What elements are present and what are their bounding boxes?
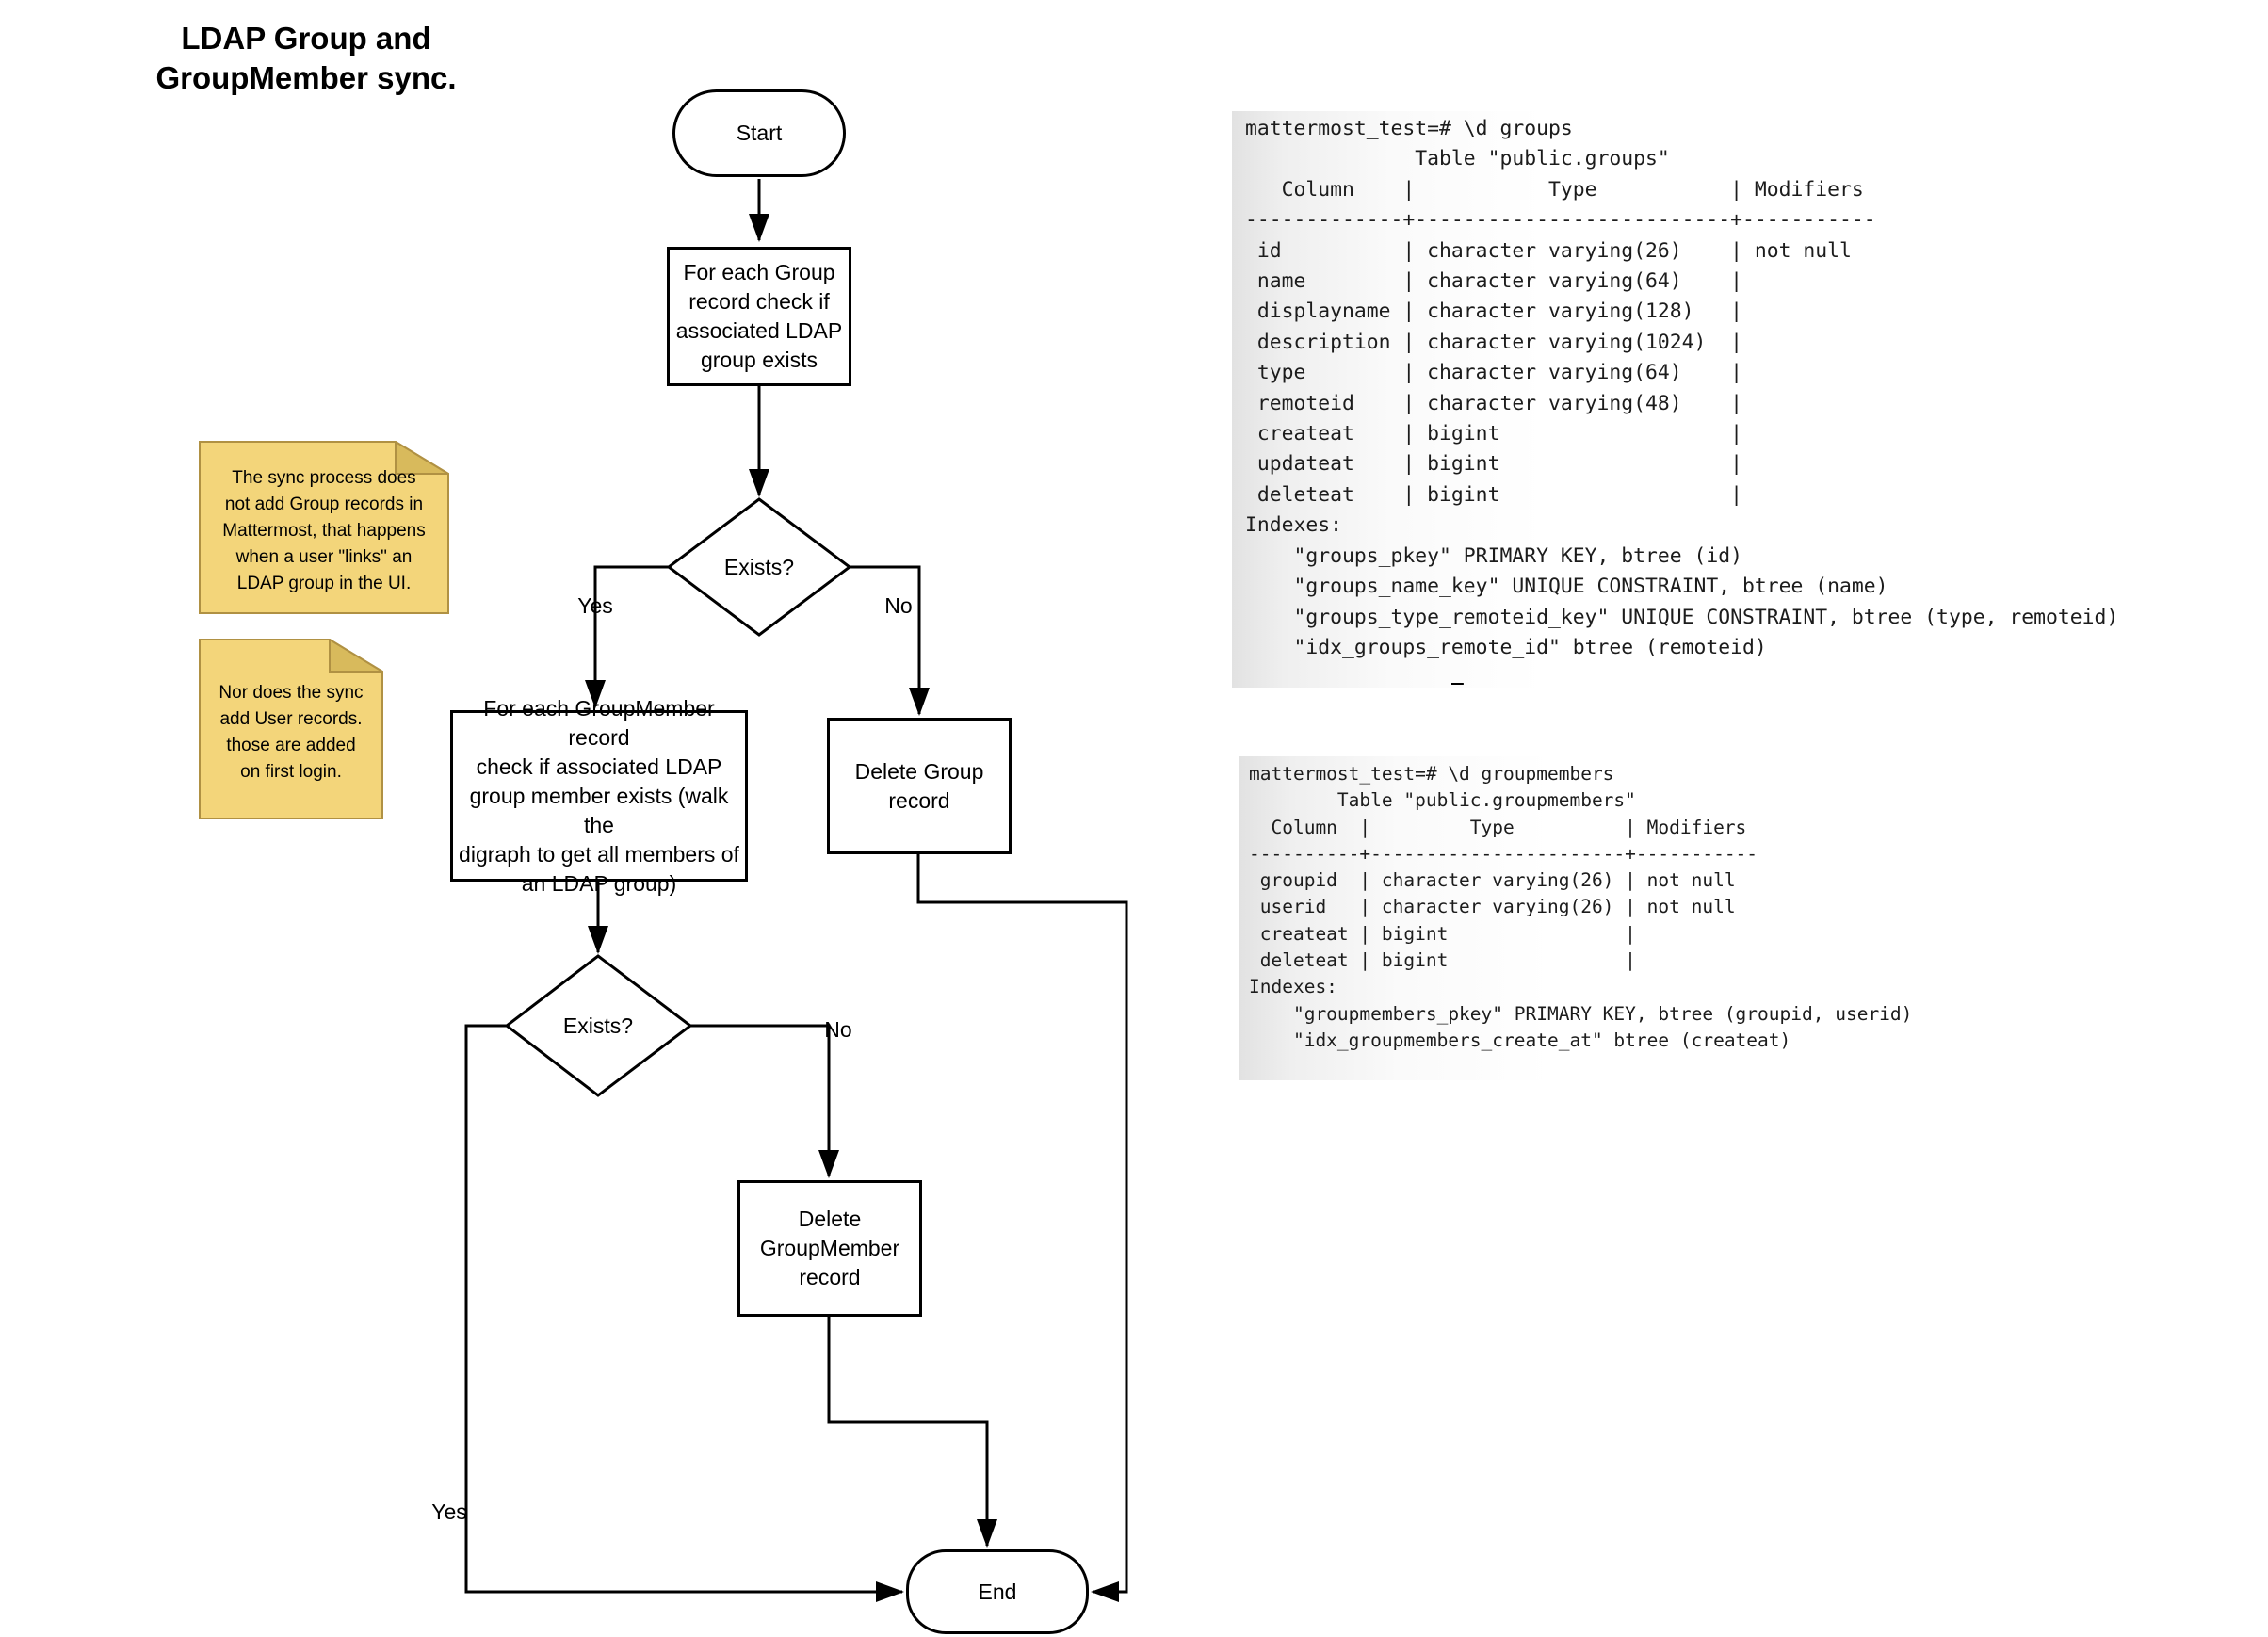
check-group-node: For each Group record check if associate…: [667, 247, 851, 386]
end-node: End: [906, 1549, 1089, 1634]
decision-exists2-shape: [504, 954, 693, 1097]
start-label: Start: [736, 121, 783, 145]
sticky-note-body: [199, 639, 383, 819]
connector-exists2-yes-to-end: [464, 1024, 904, 1602]
connector-exists2-no-to-delete-member: [690, 1024, 839, 1178]
check-group-label: For each Group record check if associate…: [675, 260, 843, 372]
connector-exists1-yes-to-check-member: [585, 565, 669, 708]
delete-group-node: Delete Group record: [827, 718, 1012, 854]
exists1-yes-label: Yes: [577, 593, 613, 618]
exists2-no-label: No: [824, 1017, 852, 1042]
connector-exists1-no-to-delete-group: [850, 565, 930, 716]
sticky-note-shape: [199, 441, 449, 614]
connector-delete-member-to-end: [827, 1316, 997, 1548]
terminal-groupmembers-background: [1239, 756, 1820, 1080]
sticky-note-text: The sync process does not add Group reco…: [222, 468, 426, 593]
terminal-cursor: _: [1451, 662, 1464, 686]
check-member-label: For each GroupMember record check if ass…: [459, 695, 739, 896]
sticky-note-body: [199, 441, 449, 614]
page-title: LDAP Group and GroupMember sync.: [155, 21, 457, 95]
sticky-note-fold: [395, 441, 449, 475]
exists1-no-label: No: [884, 593, 913, 618]
sticky-note-fold: [329, 639, 383, 673]
check-member-node: For each GroupMember record check if ass…: [450, 696, 748, 896]
sticky-note-text: Nor does the sync add User records. thos…: [219, 683, 364, 782]
delete-group-label: Delete Group record: [854, 758, 984, 813]
sticky-note-sync-groups: The sync process does not add Group reco…: [199, 441, 449, 614]
decision-exists1-shape: [666, 497, 852, 637]
decision-exists1-label: Exists?: [723, 555, 795, 579]
decision-exists2-label: Exists?: [562, 1013, 634, 1038]
end-label: End: [978, 1579, 1017, 1604]
delete-member-label: Delete GroupMember record: [759, 1207, 900, 1289]
sticky-note-shape: [199, 639, 383, 819]
start-node: Start: [672, 89, 846, 177]
terminal-groupmembers-output: mattermost_test=# \d groupmembers Table …: [1249, 763, 1913, 1051]
terminal-groups-background: [1232, 111, 2185, 688]
exists2-yes-label: Yes: [431, 1499, 467, 1524]
terminal-groups-output: mattermost_test=# \d groups Table "publi…: [1245, 117, 2119, 659]
sticky-note-sync-users: Nor does the sync add User records. thos…: [199, 639, 383, 819]
connector-delete-group-to-end: [916, 854, 1128, 1602]
delete-member-node: Delete GroupMember record: [737, 1180, 922, 1317]
